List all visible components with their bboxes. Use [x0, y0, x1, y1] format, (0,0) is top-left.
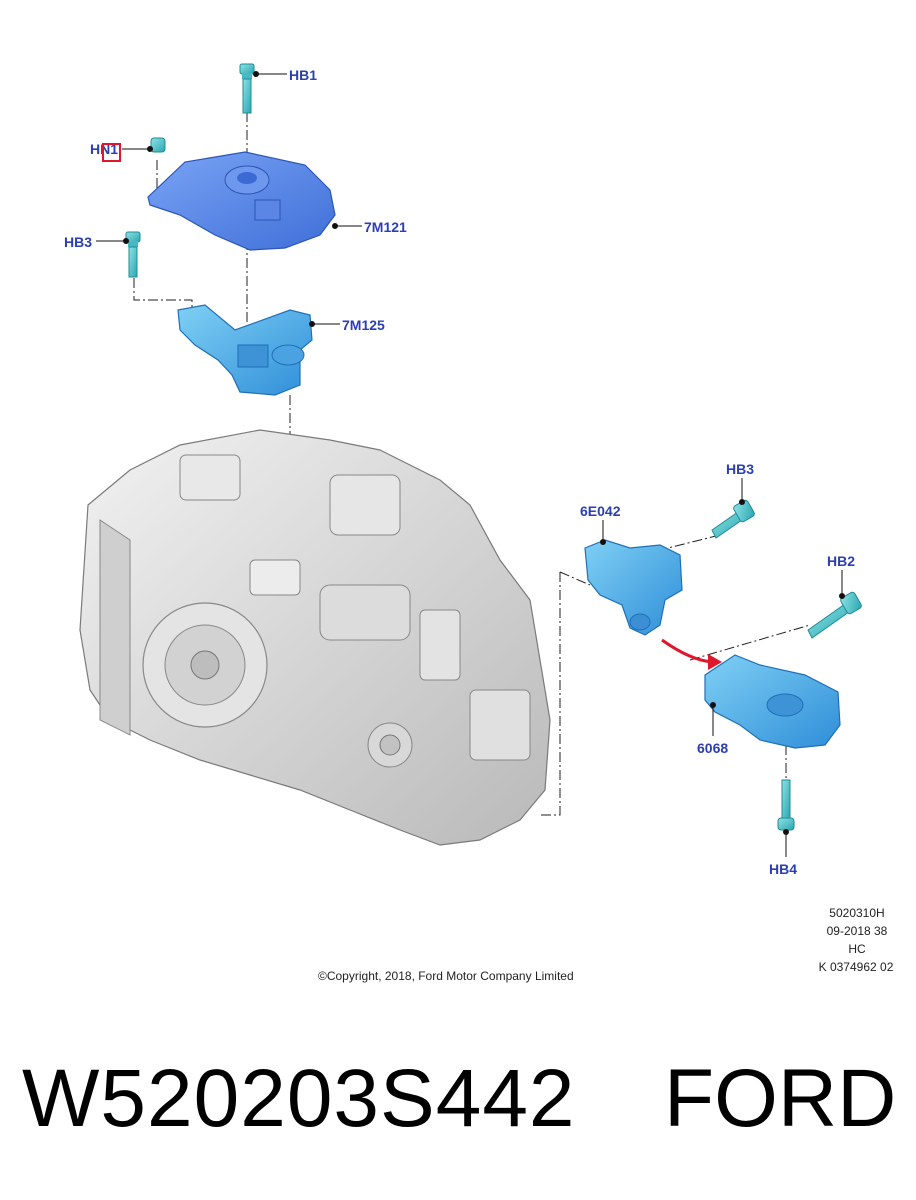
bolt-hb3-left-icon — [125, 231, 141, 278]
bracket-7m125-icon — [177, 304, 313, 396]
transmission-housing — [79, 429, 551, 846]
callout-hb4: HB4 — [769, 861, 798, 877]
nut-hn1-icon — [150, 137, 166, 153]
mount-6068-icon — [704, 654, 841, 749]
callout-hb2: HB2 — [827, 553, 856, 569]
callout-7m125: 7M125 — [342, 317, 385, 333]
meta-line-3: HC — [848, 942, 866, 956]
bolt-hb4-icon — [777, 779, 795, 831]
bolt-hb3-right-icon — [711, 499, 755, 539]
exploded-parts-diagram — [79, 63, 862, 857]
part-number: W520203S442 — [22, 1053, 576, 1144]
meta-line-4: K 0374962 02 — [818, 960, 894, 974]
hn1-highlight-box — [102, 143, 121, 162]
callout-hn1: HN1 — [90, 141, 119, 157]
bolt-hb2-icon — [807, 591, 862, 639]
mount-7m121-icon — [147, 151, 336, 251]
callout-hb1: HB1 — [289, 67, 318, 83]
callout-6068: 6068 — [697, 740, 729, 756]
leader-lines — [96, 71, 845, 857]
bolt-hb1-icon — [239, 63, 255, 114]
callout-7m121: 7M121 — [364, 219, 407, 235]
copyright-text: ©Copyright, 2018, Ford Motor Company Lim… — [318, 969, 574, 983]
callout-hb3-left: HB3 — [64, 234, 93, 250]
meta-line-1: 5020310H — [829, 906, 885, 920]
brand-name: FORD — [664, 1053, 897, 1144]
bracket-6e042-icon — [584, 539, 683, 636]
callout-hb3-right: HB3 — [726, 461, 755, 477]
meta-line-2: 09-2018 38 — [826, 924, 888, 938]
callout-6e042: 6E042 — [580, 503, 621, 519]
red-arrow-icon — [661, 638, 722, 670]
